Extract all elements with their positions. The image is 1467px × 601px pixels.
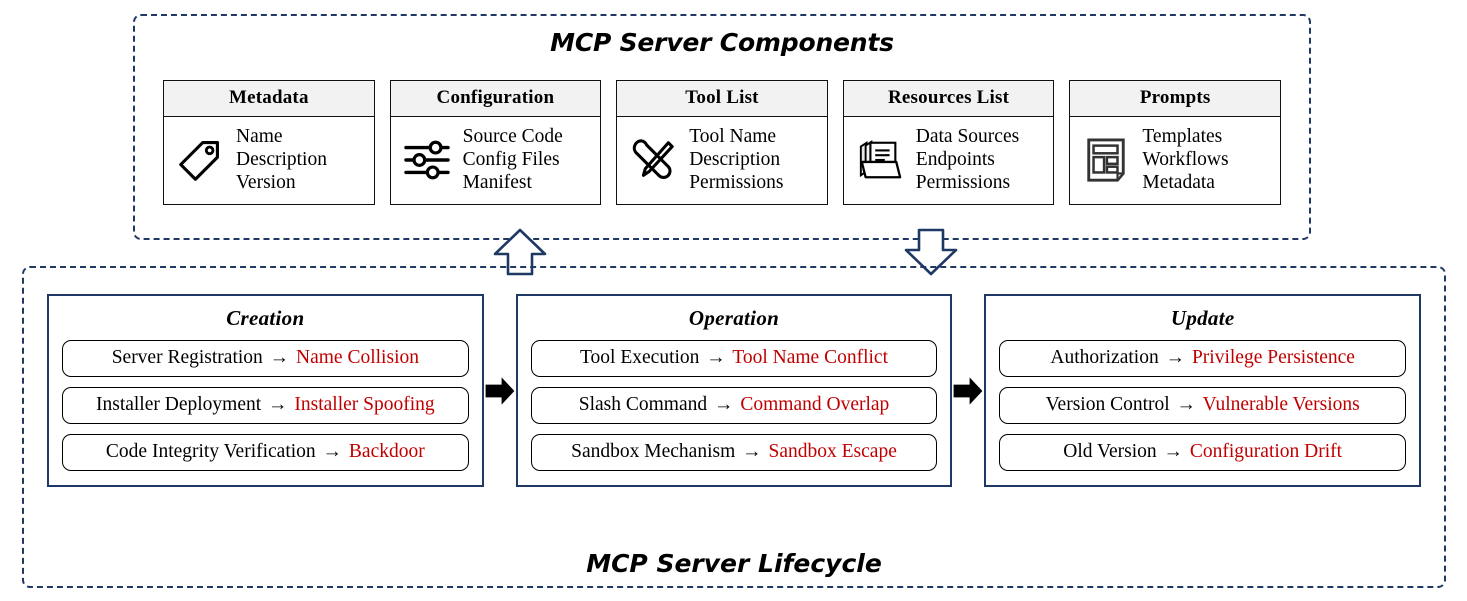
stage-connector xyxy=(952,294,984,487)
stage-item-step: Server Registration xyxy=(111,347,263,368)
component-card-tool-list[interactable]: Tool List Tool Name Description Permissi… xyxy=(616,80,828,205)
component-line: Data Sources xyxy=(915,126,1020,147)
mcp-server-lifecycle-panel: Creation Server Registration → Name Coll… xyxy=(22,266,1446,588)
component-card-header: Resources List xyxy=(843,81,1054,117)
stage-item[interactable]: Authorization → Privilege Persistence xyxy=(999,340,1407,377)
arrow-up-icon xyxy=(492,228,548,276)
component-card-header: Metadata xyxy=(164,81,374,117)
stage-item-step: Authorization xyxy=(1050,347,1159,368)
stage-item-threat: Name Collision xyxy=(296,347,419,368)
component-card-header: Prompts xyxy=(1070,81,1280,117)
component-card-lines: Templates Workflows Metadata xyxy=(1142,125,1228,194)
component-card-body: Name Description Version xyxy=(164,117,374,204)
component-line: Manifest xyxy=(462,172,532,193)
component-line: Permissions xyxy=(689,172,784,193)
arrow-right-glyph: → xyxy=(1165,347,1186,368)
component-line: Config Files xyxy=(462,149,560,170)
component-card-configuration[interactable]: Configuration Source Code Config Files xyxy=(389,80,602,205)
component-card-body: Source Code Config Files Manifest xyxy=(391,117,601,204)
arrow-right-glyph: → xyxy=(1163,441,1184,462)
stage-item-step: Old Version xyxy=(1063,441,1157,462)
component-line: Name xyxy=(236,126,283,147)
stage-item[interactable]: Version Control → Vulnerable Versions xyxy=(999,387,1407,424)
component-line: Version xyxy=(236,172,296,193)
component-card-metadata[interactable]: Metadata Name Description Version xyxy=(163,80,375,205)
component-card-body: Data Sources Endpoints Permissions xyxy=(844,117,1054,204)
stage-item[interactable]: Tool Execution → Tool Name Conflict xyxy=(530,340,938,377)
arrow-right-glyph: → xyxy=(742,441,762,462)
component-line: Workflows xyxy=(1142,149,1229,170)
component-line: Endpoints xyxy=(915,149,995,170)
stage-item[interactable]: Server Registration → Name Collision xyxy=(62,340,469,377)
component-line: Description xyxy=(236,149,327,170)
stage-connector xyxy=(484,294,516,487)
stage-item-threat: Backdoor xyxy=(348,441,425,462)
arrow-right-icon xyxy=(485,376,515,405)
lifecycle-stage-update[interactable]: Update Authorization → Privilege Persist… xyxy=(984,294,1422,487)
stage-item-step: Code Integrity Verification xyxy=(105,441,316,462)
component-card-body: Tool Name Description Permissions xyxy=(617,117,827,204)
template-page-icon xyxy=(1080,132,1132,188)
stage-item-threat: Privilege Persistence xyxy=(1191,347,1355,368)
arrow-right-glyph: → xyxy=(268,394,288,415)
component-card-resources-list[interactable]: Resources List Data Sources Endpo xyxy=(842,80,1055,205)
component-card-lines: Data Sources Endpoints Permissions xyxy=(916,125,1019,194)
stage-title: Operation xyxy=(688,306,780,330)
stage-item-threat: Installer Spoofing xyxy=(294,394,435,415)
component-card-lines: Tool Name Description Permissions xyxy=(689,125,783,194)
arrow-right-glyph: → xyxy=(706,347,726,368)
component-line: Templates xyxy=(1142,126,1223,147)
stage-title: Creation xyxy=(226,306,305,330)
lifecycle-stage-operation[interactable]: Operation Tool Execution → Tool Name Con… xyxy=(515,294,953,487)
arrow-right-glyph: → xyxy=(269,347,290,368)
component-line: Permissions xyxy=(915,172,1011,193)
stage-item[interactable]: Slash Command → Command Overlap xyxy=(530,387,938,424)
stage-title: Update xyxy=(1170,306,1235,330)
components-card-row: Metadata Name Description Version Config… xyxy=(163,80,1281,205)
arrow-down-icon xyxy=(903,228,959,276)
stage-item-step: Installer Deployment xyxy=(95,394,262,415)
tools-icon xyxy=(627,132,679,188)
stage-item-step: Slash Command xyxy=(578,394,708,415)
component-line: Source Code xyxy=(462,126,563,147)
component-line: Description xyxy=(689,149,781,170)
stage-item[interactable]: Installer Deployment → Installer Spoofin… xyxy=(62,387,469,424)
sliders-icon xyxy=(401,132,453,188)
arrow-right-glyph: → xyxy=(1176,394,1197,415)
lifecycle-stages-row: Creation Server Registration → Name Coll… xyxy=(47,294,1422,487)
stage-item[interactable]: Code Integrity Verification → Backdoor xyxy=(62,434,469,471)
component-card-prompts[interactable]: Prompts Templates Workflows Metadata xyxy=(1069,80,1281,205)
component-line: Tool Name xyxy=(689,126,777,147)
tag-icon xyxy=(174,132,226,188)
mcp-server-components-panel: MCP Server Components Metadata Name Desc… xyxy=(133,14,1311,240)
component-card-body: Templates Workflows Metadata xyxy=(1070,117,1280,204)
stage-item[interactable]: Old Version → Configuration Drift xyxy=(999,434,1407,471)
stage-item-step: Sandbox Mechanism xyxy=(571,441,736,462)
stage-item[interactable]: Sandbox Mechanism → Sandbox Escape xyxy=(530,434,938,471)
component-card-header: Configuration xyxy=(390,81,601,117)
arrow-right-glyph: → xyxy=(322,441,343,462)
stage-item-threat: Command Overlap xyxy=(740,394,890,415)
component-card-lines: Source Code Config Files Manifest xyxy=(463,125,563,194)
arrow-right-icon xyxy=(953,376,983,405)
folder-documents-icon xyxy=(854,132,906,188)
component-line: Metadata xyxy=(1142,172,1215,193)
arrow-right-glyph: → xyxy=(713,394,734,415)
component-card-header: Tool List xyxy=(617,81,827,117)
stage-item-threat: Vulnerable Versions xyxy=(1202,394,1360,415)
stage-item-threat: Tool Name Conflict xyxy=(732,347,888,368)
stage-item-threat: Configuration Drift xyxy=(1189,441,1343,462)
stage-item-step: Tool Execution xyxy=(580,347,700,368)
components-panel-title: MCP Server Components xyxy=(550,28,894,57)
stage-item-threat: Sandbox Escape xyxy=(768,441,897,462)
lifecycle-panel-title: MCP Server Lifecycle xyxy=(586,549,882,578)
stage-item-step: Version Control xyxy=(1045,394,1170,415)
component-card-lines: Name Description Version xyxy=(236,125,327,194)
lifecycle-stage-creation[interactable]: Creation Server Registration → Name Coll… xyxy=(47,294,484,487)
